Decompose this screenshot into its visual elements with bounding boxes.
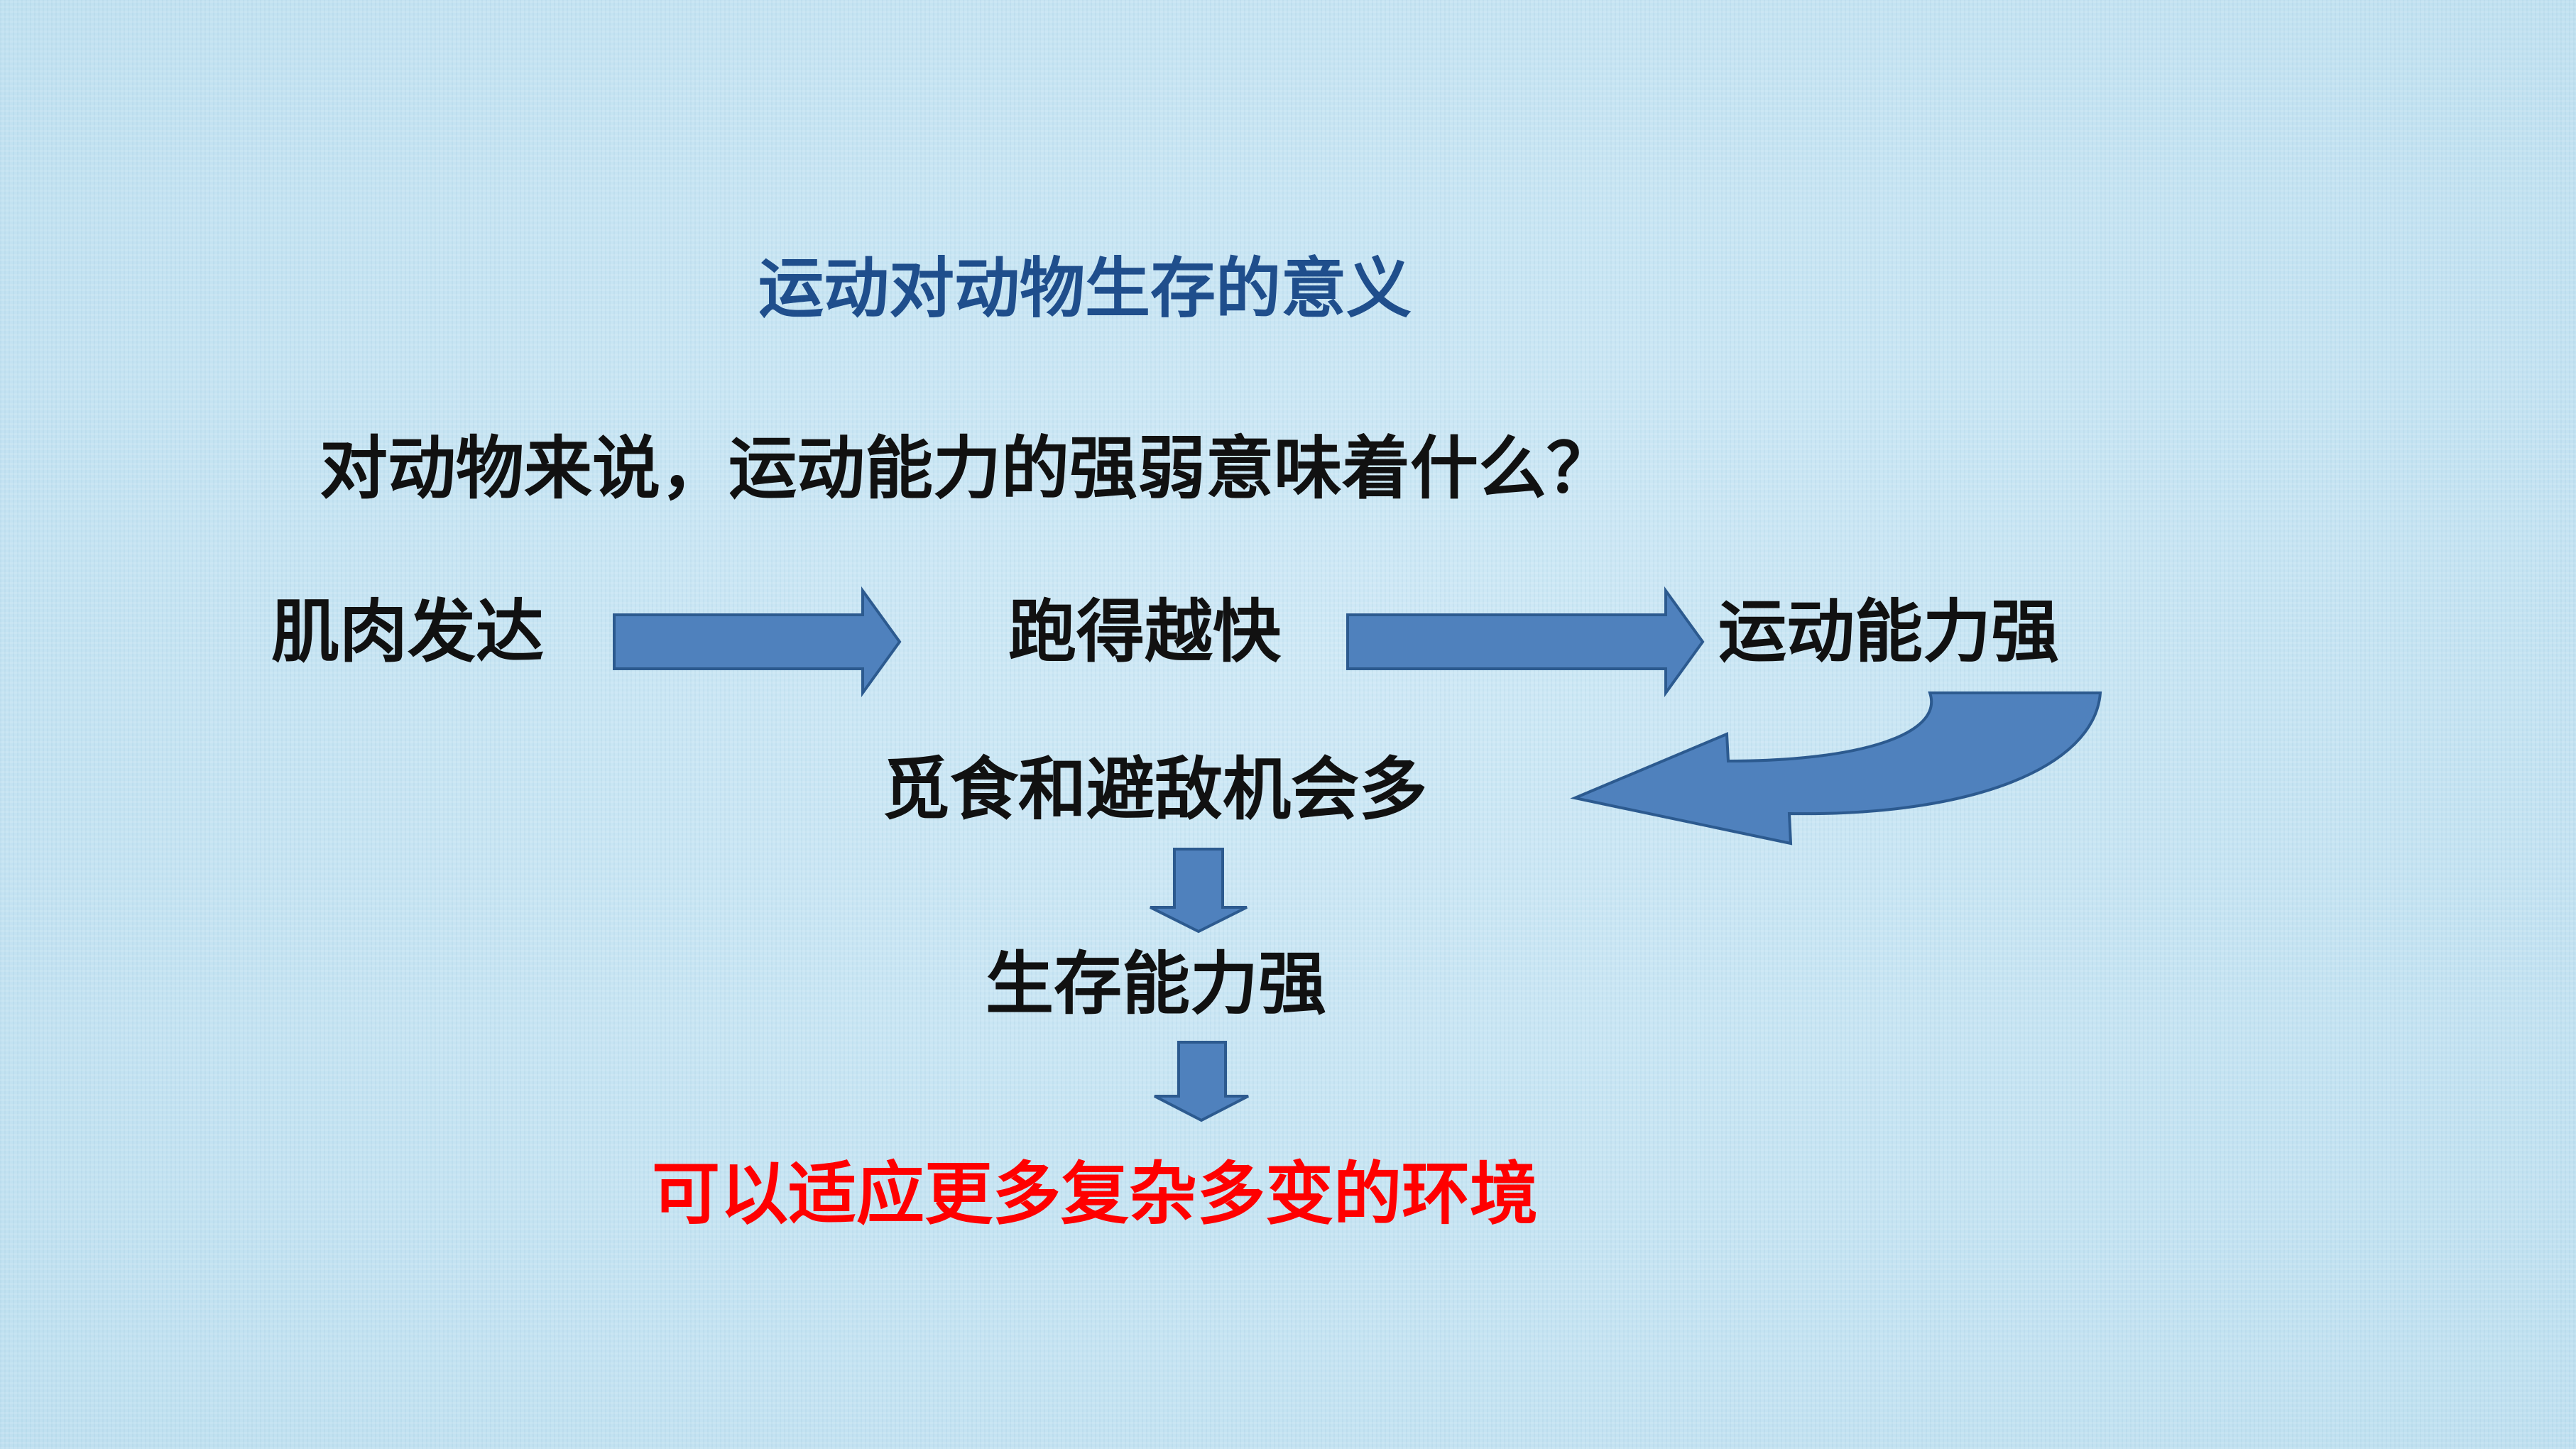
step-strong-mobility: 运动能力强 bbox=[1718, 591, 2059, 672]
step-run-faster: 跑得越快 bbox=[1008, 591, 1281, 672]
question-text: 对动物来说，运动能力的强弱意味着什么？ bbox=[320, 428, 1615, 508]
arrow-right-icon bbox=[613, 586, 902, 698]
step-more-opportunities: 觅食和避敌机会多 bbox=[882, 749, 1427, 829]
arrow-down-icon bbox=[1150, 848, 1248, 934]
step-strong-survival: 生存能力强 bbox=[986, 944, 1326, 1024]
curved-arrow-left-icon bbox=[1570, 691, 2102, 846]
conclusion-text: 可以适应更多复杂多变的环境 bbox=[652, 1154, 1538, 1234]
step-muscle-developed: 肌肉发达 bbox=[271, 591, 544, 672]
arrow-down-icon bbox=[1154, 1041, 1249, 1122]
slide-title: 运动对动物生存的意义 bbox=[758, 250, 1412, 327]
arrow-right-icon bbox=[1346, 586, 1705, 698]
